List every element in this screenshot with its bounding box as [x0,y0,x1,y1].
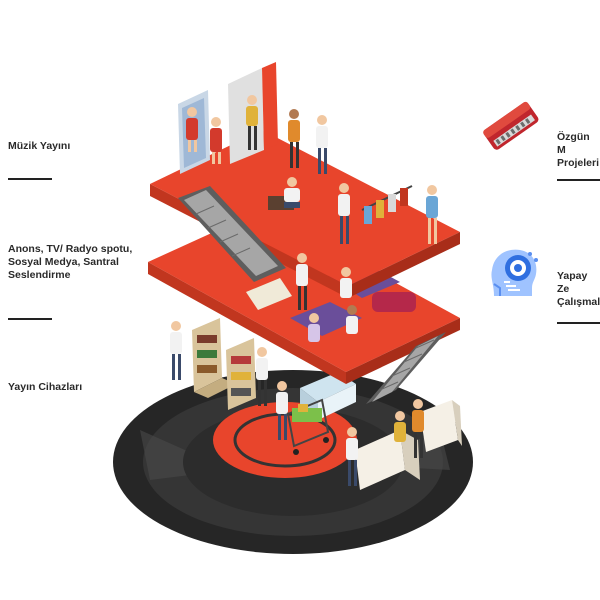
shelf-left [192,318,256,410]
divider [8,178,52,180]
menu-item-yapay-zeka-calismalari[interactable]: Yapay Ze Çalışmal [557,270,600,308]
menu-item-anons-seslendirme[interactable]: Anons, TV/ Radyo spotu, Sosyal Medya, Sa… [8,243,133,281]
harmonica-icon [480,96,542,156]
menu-item-muzik-yayini[interactable]: Müzik Yayını [8,140,71,152]
escalator-lower [366,332,446,404]
people [170,95,438,486]
menu-item-yayin-cihazlari[interactable]: Yayın Cihazları [8,381,83,393]
escalator-upper [178,186,286,282]
checkout-counter [355,400,462,490]
divider [557,179,600,181]
divider [557,322,600,324]
shopping-cart [286,398,330,455]
menu-item-ozgun-muzik-projeleri[interactable]: Özgün M Projeleri [557,131,600,169]
divider [8,318,52,320]
ai-head-icon [486,244,542,304]
